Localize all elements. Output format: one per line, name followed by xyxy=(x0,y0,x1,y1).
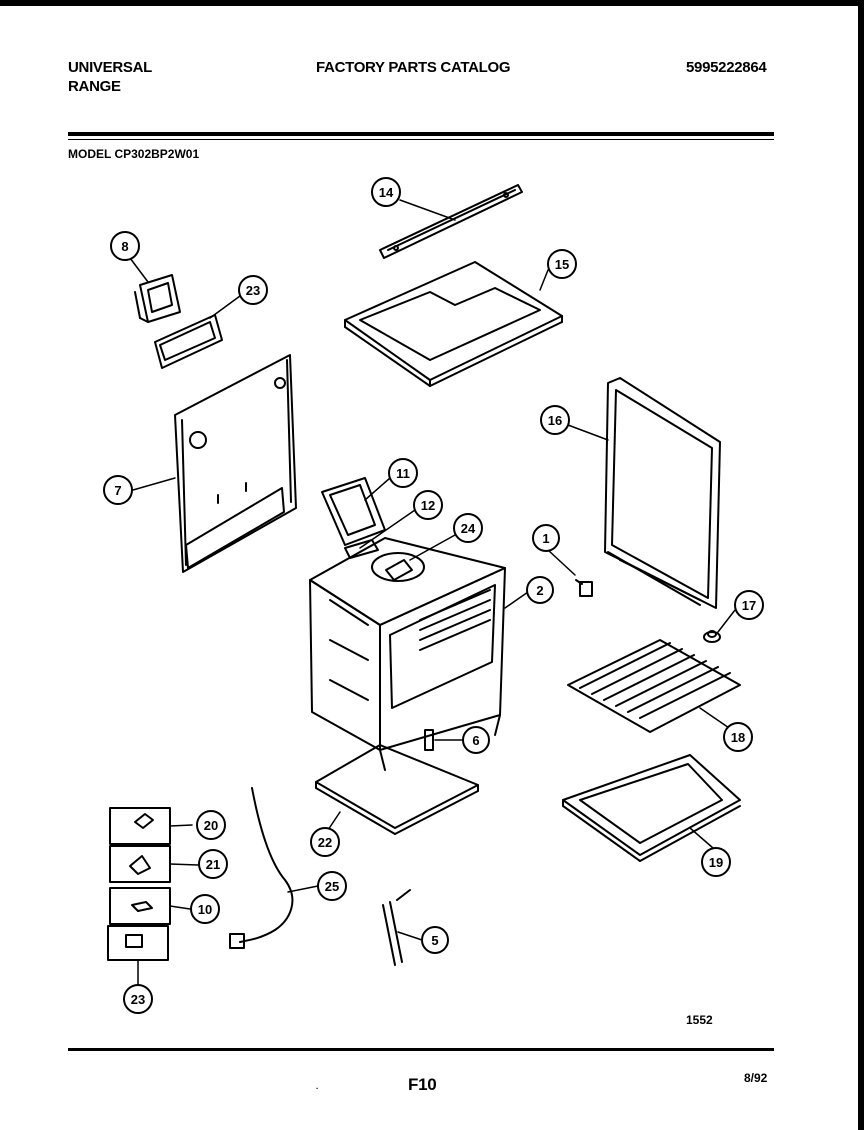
part-6-clip xyxy=(424,729,434,751)
part-18-broiler-pan xyxy=(562,754,741,862)
callout-20: 21 xyxy=(206,857,220,872)
footer-dot: . xyxy=(316,1082,319,1091)
callout-1: 1 xyxy=(542,531,549,546)
leader-lines xyxy=(129,199,736,987)
page-border-top xyxy=(0,0,864,6)
callout-2: 2 xyxy=(536,583,543,598)
callout-13: 14 xyxy=(379,185,394,200)
part-8-bracket xyxy=(134,274,181,323)
drawing-number: 1552 xyxy=(686,1013,713,1027)
brand-line1: UNIVERSAL xyxy=(68,59,152,76)
part-5-hinge xyxy=(382,889,411,966)
callout-6: 6 xyxy=(472,733,479,748)
callout-25: 25 xyxy=(325,879,339,894)
callout-8: 8 xyxy=(121,239,128,254)
part-21-small-panel xyxy=(154,314,223,369)
model-label: MODEL CP302BP2W01 xyxy=(68,147,200,161)
part-2-oven-body xyxy=(309,537,506,771)
catalog-number: 5995222864 xyxy=(686,59,767,76)
callout-24: 24 xyxy=(461,521,476,536)
callout-15: 16 xyxy=(548,413,562,428)
callout-10: 10 xyxy=(198,902,212,917)
callout-12: 12 xyxy=(421,498,435,513)
callout-11: 11 xyxy=(396,466,410,481)
header-rule-thin xyxy=(68,139,774,140)
callout-23: 23 xyxy=(131,992,145,1007)
part-15-door xyxy=(604,377,721,609)
part-11-vent-duct xyxy=(321,477,386,546)
callout-18: 19 xyxy=(709,855,723,870)
callout-labels: 14 15 8 23 7 16 11 12 24 1 2 17 18 6 19 … xyxy=(114,185,756,1007)
callout-19: 20 xyxy=(204,818,218,833)
catalog-title: FACTORY PARTS CATALOG xyxy=(316,59,511,76)
callout-circles xyxy=(103,177,764,1014)
part-7-rear-panel xyxy=(174,354,297,573)
footer-rule xyxy=(68,1048,774,1051)
page-number: F10 xyxy=(408,1075,437,1094)
part-1-knob xyxy=(575,579,593,597)
header-rule-thick xyxy=(68,132,774,136)
brand-line2: RANGE xyxy=(68,78,121,95)
part-13-trim-strip xyxy=(379,184,523,259)
part-17-oven-rack xyxy=(567,639,741,733)
callout-22: 22 xyxy=(318,835,332,850)
part-14-top-panel xyxy=(344,261,563,387)
hardware-kit-boxes xyxy=(107,807,171,961)
callout-14: 15 xyxy=(555,257,569,272)
callout-17: 18 xyxy=(731,730,745,745)
part-24-burner xyxy=(371,552,425,582)
part-25-power-cord xyxy=(229,787,294,949)
page-border-right xyxy=(858,0,864,1130)
part-22-bottom-panel xyxy=(315,744,479,835)
callout-21: 23 xyxy=(246,283,260,298)
part-16-foot xyxy=(703,630,721,643)
callout-16: 17 xyxy=(742,598,756,613)
part-12-clip xyxy=(344,539,379,559)
callout-5: 5 xyxy=(431,933,438,948)
revision-date: 8/92 xyxy=(744,1071,768,1085)
callout-7: 7 xyxy=(114,483,121,498)
